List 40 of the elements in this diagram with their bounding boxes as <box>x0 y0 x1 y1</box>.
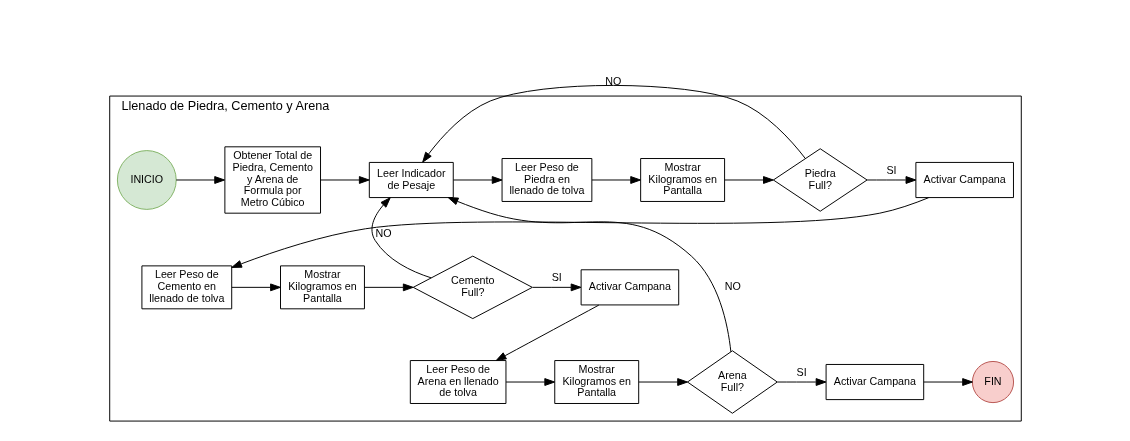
arrow <box>723 176 774 184</box>
node-diamond: Piedra Full? <box>772 148 868 212</box>
node-box: Leer Peso de Cemento en llenado de tolva <box>140 265 232 310</box>
arrow <box>421 84 806 163</box>
edge-label: SI <box>796 365 807 378</box>
arrow <box>452 176 502 184</box>
node-box: Activar Campana <box>580 269 679 306</box>
arrow <box>591 176 641 184</box>
arrow <box>776 378 826 386</box>
arrow <box>922 378 973 386</box>
arrow <box>371 197 432 279</box>
node-box: Leer Peso de Arena en llenado de tolva <box>409 360 506 404</box>
arrow <box>230 283 281 292</box>
arrow <box>319 176 370 184</box>
node-box: Mostrar Kilogramos en Pantalla <box>639 158 725 202</box>
node-box: Activar Campana <box>914 161 1014 199</box>
arrow <box>505 378 555 386</box>
edge-label: NO <box>724 280 741 293</box>
arrow <box>495 304 599 361</box>
edge-label: NO <box>604 75 621 88</box>
node-box: Leer Peso de Piedra en llenado de tolva <box>501 158 592 202</box>
arrow <box>447 197 731 353</box>
arrow <box>637 378 688 386</box>
edge-label: NO <box>374 227 392 240</box>
node-box: Leer Indicador de Pesaje <box>368 161 454 199</box>
edge-label: SI <box>885 163 897 176</box>
node-box: Mostrar Kilogramos en Pantalla <box>553 360 639 404</box>
arrow <box>175 176 225 184</box>
node-diamond: Arena Full? <box>686 350 778 414</box>
node-box: Activar Campana <box>825 363 924 401</box>
arrow <box>866 176 916 184</box>
arrow <box>531 283 581 292</box>
node-box: Obtener Total de Piedra, Cemento y Arena de Formula por Metro Cúbico <box>223 146 321 214</box>
node-diamond: Cemento Full? <box>412 255 533 320</box>
arrow <box>363 283 414 292</box>
node-circle: FIN <box>971 360 1014 404</box>
edge-label: SI <box>551 271 562 284</box>
node-box: Mostrar Kilogramos en Pantalla <box>279 265 365 310</box>
arrow <box>230 197 929 268</box>
node-circle: INICIO <box>116 150 177 210</box>
